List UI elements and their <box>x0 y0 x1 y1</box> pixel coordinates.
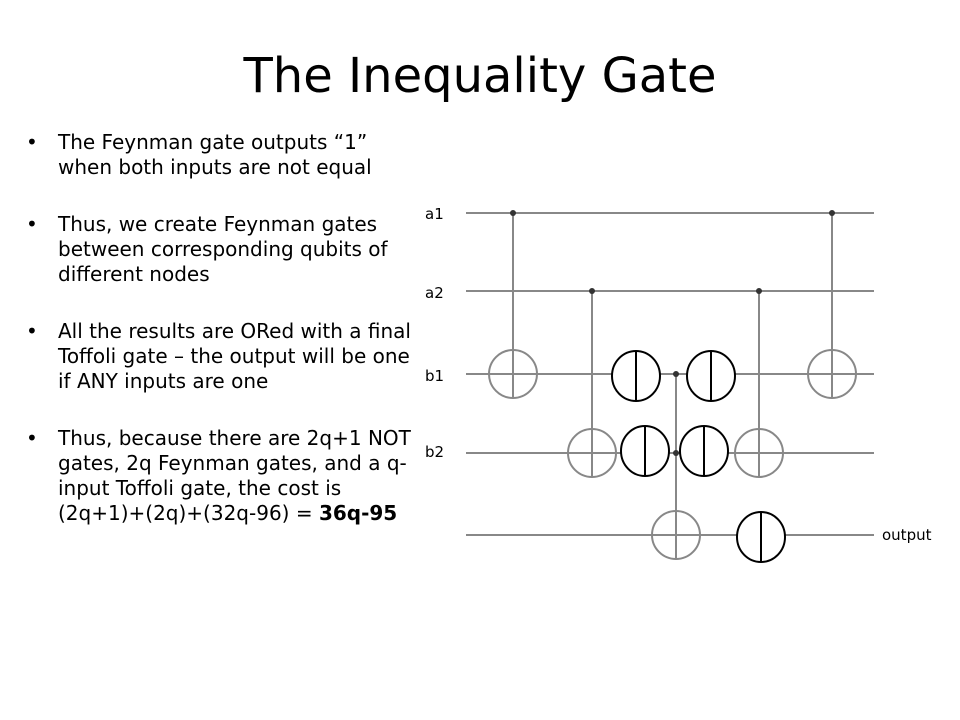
bullet-item: Thus, we create Feynman gates between co… <box>26 212 426 287</box>
wire-label-a1: a1 <box>425 205 444 223</box>
target-gate <box>807 349 857 399</box>
bullet-bold-text: 36q-95 <box>318 501 398 525</box>
control-dot <box>673 371 679 377</box>
bullet-text: Thus, we create Feynman gates between co… <box>58 212 388 286</box>
not-gate <box>611 350 661 402</box>
target-gate <box>734 428 784 478</box>
wire-label-b1: b1 <box>425 367 444 385</box>
control-dot <box>589 288 595 294</box>
bullet-item: The Feynman gate outputs “1” when both i… <box>26 130 426 180</box>
target-gate <box>488 349 538 399</box>
not-gate <box>686 350 736 402</box>
target-gate <box>567 428 617 478</box>
bullet-text: All the results are ORed with a final To… <box>58 319 411 393</box>
control-dot <box>756 288 762 294</box>
not-gate <box>736 511 786 563</box>
control-dot <box>673 450 679 456</box>
control-dot <box>829 210 835 216</box>
not-gate <box>620 425 670 477</box>
slide-title: The Inequality Gate <box>243 48 717 104</box>
bullet-list: The Feynman gate outputs “1” when both i… <box>26 130 426 558</box>
wire-label-b2: b2 <box>425 443 444 461</box>
bullet-item: All the results are ORed with a final To… <box>26 319 426 394</box>
control-dot <box>510 210 516 216</box>
bullet-item: Thus, because there are 2q+1 NOT gates, … <box>26 426 426 526</box>
target-gate <box>651 510 701 560</box>
bullet-text: The Feynman gate outputs “1” when both i… <box>58 130 372 179</box>
bullet-text: Thus, because there are 2q+1 NOT gates, … <box>58 426 411 525</box>
wire-label-output: output <box>882 526 932 544</box>
wire-label-a2: a2 <box>425 284 444 302</box>
not-gate <box>679 425 729 477</box>
